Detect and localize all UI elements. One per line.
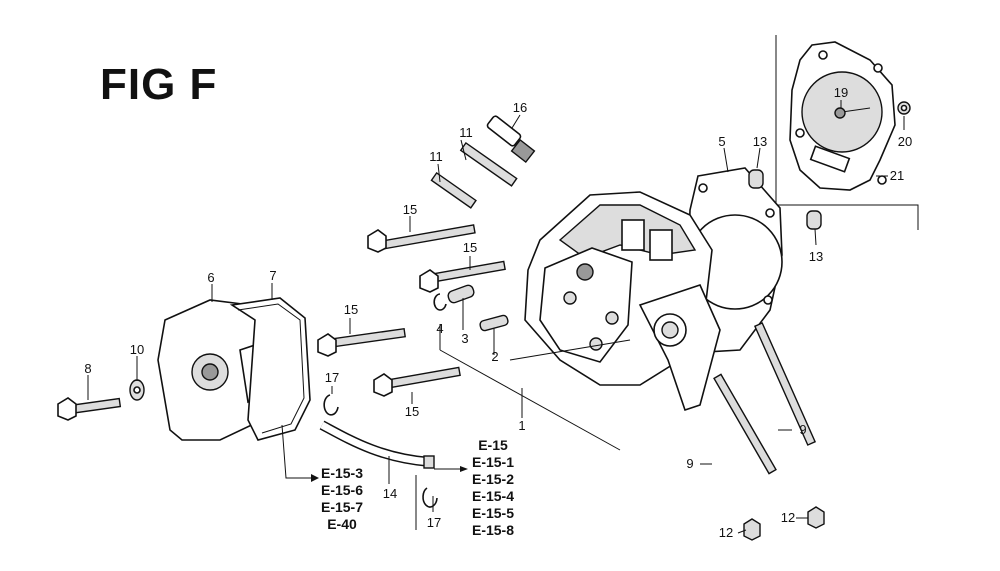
bolt-15-c xyxy=(317,327,406,357)
callout-16: 16 xyxy=(513,100,527,115)
ref-left-3: E-40 xyxy=(327,516,357,532)
ref-right-1: E-15-1 xyxy=(472,454,514,470)
callout-9-right: 9 xyxy=(799,422,806,437)
bolt-8 xyxy=(57,397,122,421)
head-cover-gasket-7 xyxy=(229,297,311,441)
breather-tube-14 xyxy=(319,420,435,469)
callout-14: 14 xyxy=(383,486,397,501)
callout-5: 5 xyxy=(718,134,725,149)
callout-11-lower: 11 xyxy=(429,149,443,164)
stud-9-left xyxy=(713,373,777,475)
washer-10 xyxy=(129,379,145,401)
dowel-pin-13-lower xyxy=(806,210,822,230)
washer-20 xyxy=(897,101,911,115)
nut-12-left xyxy=(743,518,761,541)
callout-8: 8 xyxy=(84,361,91,376)
callout-10: 10 xyxy=(130,342,144,357)
callout-1: 1 xyxy=(518,418,525,433)
stud-9-right xyxy=(753,322,817,446)
callout-11-upper: 11 xyxy=(459,125,473,140)
callout-3: 3 xyxy=(461,331,468,346)
inset-frame xyxy=(775,35,919,230)
clip-4 xyxy=(433,293,447,311)
ref-left-0: E-15-3 xyxy=(321,465,363,481)
stud-11-upper xyxy=(459,141,518,187)
bolt-15-a xyxy=(367,224,476,253)
callout-21: 21 xyxy=(890,168,904,183)
cylinder-head-1 xyxy=(524,191,721,412)
callout-19: 19 xyxy=(834,85,848,100)
dowel-pin-3 xyxy=(447,284,475,304)
ref-right-4: E-15-5 xyxy=(472,505,514,521)
stud-11-lower xyxy=(430,171,477,209)
figure-title: FIG F xyxy=(100,60,218,109)
ref-left-1: E-15-6 xyxy=(321,482,363,498)
callout-15-c: 15 xyxy=(344,302,358,317)
callout-15-d: 15 xyxy=(405,404,419,419)
screw-19 xyxy=(834,107,871,119)
callout-6: 6 xyxy=(207,270,214,285)
ref-right-3: E-15-4 xyxy=(472,488,514,504)
callout-15-b: 15 xyxy=(463,240,477,255)
ref-right-2: E-15-2 xyxy=(472,471,514,487)
callout-12-right: 12 xyxy=(781,510,795,525)
callout-7: 7 xyxy=(269,268,276,283)
spark-plug-16 xyxy=(486,115,536,164)
pin-2 xyxy=(479,314,509,332)
clamp-17-upper xyxy=(323,394,339,416)
callout-9-left: 9 xyxy=(686,456,693,471)
callout-12-left: 12 xyxy=(719,525,733,540)
callout-4: 4 xyxy=(436,321,443,336)
callout-2: 2 xyxy=(491,349,498,364)
ref-right-0: E-15 xyxy=(478,437,508,453)
callout-15-a: 15 xyxy=(403,202,417,217)
callout-20: 20 xyxy=(898,134,912,149)
ref-left-2: E-15-7 xyxy=(321,499,363,515)
clamp-17-lower xyxy=(422,487,438,508)
callout-13-upper: 13 xyxy=(753,134,767,149)
dowel-pin-13-upper xyxy=(748,169,764,189)
nut-12-right xyxy=(807,506,825,529)
bolt-15-b xyxy=(419,260,506,293)
leader-lines xyxy=(87,100,905,534)
callout-17-lower: 17 xyxy=(427,515,441,530)
callout-13-lower: 13 xyxy=(809,249,823,264)
bolt-15-d xyxy=(373,366,461,397)
callout-17-upper: 17 xyxy=(325,370,339,385)
ref-right-5: E-15-8 xyxy=(472,522,514,538)
